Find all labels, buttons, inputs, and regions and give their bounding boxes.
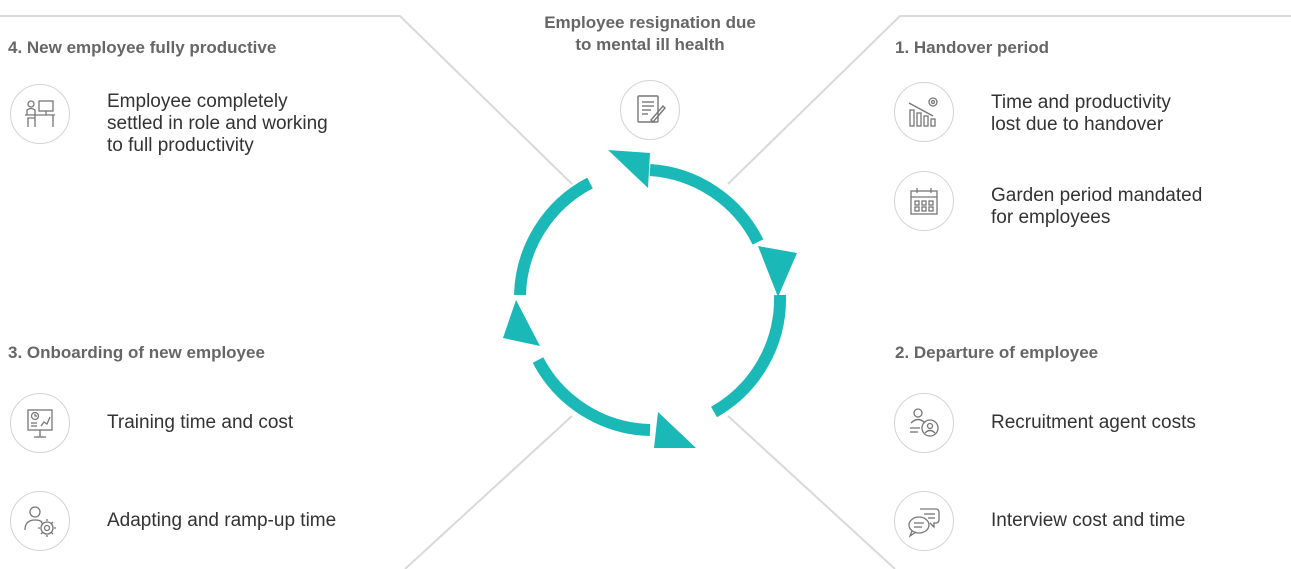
stage-1-item-2-text: Garden period mandated for employees bbox=[991, 185, 1203, 228]
employee-desk-icon bbox=[10, 84, 70, 144]
stage-2-item-2-text: Interview cost and time bbox=[991, 510, 1186, 531]
center-title: Employee resignation due to mental ill h… bbox=[544, 13, 756, 54]
stage-2-title: 2. Departure of employee bbox=[895, 343, 1099, 362]
stage-4-item-1-text: Employee completely settled in role and … bbox=[107, 91, 328, 156]
cycle-arrowhead-left bbox=[503, 300, 540, 346]
stage-3-item-1-text: Training time and cost bbox=[107, 412, 294, 433]
productivity-decline-icon bbox=[894, 82, 954, 142]
cycle-arc-3 bbox=[532, 357, 651, 436]
cycle-arrowhead-right bbox=[758, 246, 797, 297]
cycle-arc-1 bbox=[649, 164, 764, 245]
stage-1-title: 1. Handover period bbox=[895, 38, 1049, 57]
cycle-arc-2 bbox=[710, 294, 787, 418]
divider-bottom-left bbox=[404, 415, 573, 569]
stage-3-item-1: Training time and cost bbox=[10, 393, 293, 453]
stage-3-title: 3. Onboarding of new employee bbox=[8, 343, 265, 362]
stage-4-title: 4. New employee fully productive bbox=[8, 38, 277, 57]
stage-4-item-1: Employee completely settled in role and … bbox=[10, 84, 328, 157]
divider-top-left bbox=[0, 15, 573, 185]
stage-1-item-1: Time and productivity lost due to handov… bbox=[894, 82, 1171, 142]
stage-2-item-2: Interview cost and time bbox=[894, 491, 1185, 551]
document-pen-icon bbox=[620, 80, 680, 140]
cycle-arc-4 bbox=[514, 177, 593, 296]
stage-1-item-1-text: Time and productivity lost due to handov… bbox=[991, 92, 1171, 135]
cycle-arrowhead-bottom bbox=[654, 412, 696, 448]
user-gear-icon bbox=[10, 491, 70, 551]
stage-3-item-2: Adapting and ramp-up time bbox=[10, 491, 336, 551]
calendar-icon bbox=[894, 171, 954, 231]
chat-bubbles-icon bbox=[894, 491, 954, 551]
cycle-diagram bbox=[503, 150, 797, 448]
cycle-arrowhead-top bbox=[608, 150, 650, 188]
divider-top-right bbox=[727, 15, 1291, 185]
divider-bottom-right bbox=[727, 415, 896, 569]
stage-2-item-1-text: Recruitment agent costs bbox=[991, 412, 1196, 433]
stage-1-item-2: Garden period mandated for employees bbox=[894, 171, 1202, 231]
stage-3-item-2-text: Adapting and ramp-up time bbox=[107, 510, 337, 531]
stage-2-item-1: Recruitment agent costs bbox=[894, 393, 1196, 453]
training-presentation-icon bbox=[10, 393, 70, 453]
recruitment-search-icon bbox=[894, 393, 954, 453]
